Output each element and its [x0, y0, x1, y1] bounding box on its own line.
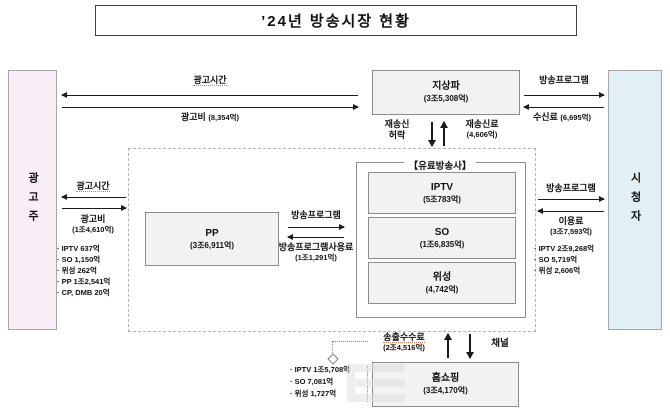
arrow-retrans-down	[428, 122, 436, 147]
breakdown-item: · 위성 1,727억	[290, 389, 337, 398]
breakdown-item: · 위성 262억	[57, 266, 97, 275]
ad-fee-breakdown: · IPTV 637억 · SO 1,150억 · 위성 262억 · PP 1…	[57, 243, 110, 298]
arrow-pp-fee-left	[287, 234, 344, 240]
carriage-fee-breakdown: · IPTV 1조5,708억 · SO 7,081억 · 위성 1,727억	[290, 364, 350, 400]
so-box: SO (1조6,835억)	[368, 217, 516, 259]
page-title: ’24년 방송시장 현황	[261, 13, 411, 30]
arrow-usefee-mid-left	[537, 208, 604, 214]
breakdown-item: · IPTV 1조5,708억	[290, 365, 351, 374]
label-program-top: 방송프로그램	[518, 75, 610, 86]
so-name: SO	[434, 226, 450, 238]
arrow-retrans-up	[440, 121, 448, 146]
label-pp-usage-fee: 방송프로그램사용료 (1조1,291억)	[272, 242, 360, 263]
arrow-adfee-right	[62, 104, 359, 110]
arrow-adtime-mid-left	[61, 194, 126, 200]
label-program-mid: 방송프로그램	[534, 183, 608, 194]
label-carriage-fee: 송출수수료 (2조4,516억)	[368, 332, 440, 353]
watermark	[347, 364, 405, 402]
license-fee-value: (6,695억)	[560, 113, 592, 122]
ad-fee-mid-text: 광고비	[80, 214, 106, 224]
homeshopping-value: (3조4,170억)	[423, 386, 468, 395]
arrow-carriage-up	[444, 333, 452, 358]
pp-usage-fee-text: 방송프로그램사용료	[278, 242, 354, 252]
license-fee-text: 수신료	[532, 112, 558, 122]
satellite-value: (4,742억)	[425, 284, 459, 294]
pp-value: (3조6,911억)	[189, 240, 235, 250]
arrow-program-right	[524, 92, 605, 98]
program-mid-text: 방송프로그램	[546, 183, 596, 193]
label-retrans-fee: 재송신료 (4,606억)	[452, 119, 512, 140]
ad-fee-top-text: 광고비	[180, 112, 206, 122]
label-ad-time-mid: 광고시간	[58, 181, 128, 192]
carriage-fee-text: 송출수수료	[383, 332, 425, 343]
arrow-adfee-mid-right	[62, 205, 127, 211]
breakdown-item: · SO 7,081억	[290, 377, 334, 386]
arrow-channel-down	[466, 334, 474, 359]
retrans-line1: 재송신	[384, 119, 410, 129]
pp-box: PP (3조6,911억)	[145, 212, 279, 266]
paytv-group-label: 【유료방송사】	[403, 161, 477, 172]
pp-program-text: 방송프로그램	[291, 210, 341, 220]
breakdown-item: · IPTV 2조9,268억	[534, 244, 595, 253]
title-box: ’24년 방송시장 현황	[95, 5, 577, 36]
retrans-fee-text: 재송신료	[465, 119, 499, 129]
breakdown-item: · IPTV 637억	[57, 244, 100, 253]
breakdown-item: · 위성 2,606억	[534, 266, 581, 275]
so-value: (1조6,835억)	[419, 239, 465, 249]
breakdown-item: · SO 5,719억	[534, 255, 578, 264]
retrans-line2: 허락	[388, 130, 406, 140]
advertiser-box: 광고주	[8, 70, 57, 330]
use-fee-breakdown: · IPTV 2조9,268억 · SO 5,719억 · 위성 2,606억	[534, 243, 594, 276]
use-fee-text: 이용료	[558, 216, 584, 226]
satellite-box: 위성 (4,742억)	[368, 262, 516, 304]
use-fee-value: (3조7,593억)	[550, 227, 592, 236]
label-ad-fee-top: 광고비 (8,354억)	[62, 112, 358, 123]
iptv-name: IPTV	[430, 181, 454, 193]
arrow-adtime-left	[61, 92, 358, 98]
ad-fee-top-value: (8,354억)	[208, 113, 240, 122]
pp-name: PP	[205, 227, 219, 239]
terrestrial-value: (3조5,308억)	[423, 94, 469, 103]
ad-time-mid-text: 광고시간	[76, 181, 110, 192]
viewer-box: 시청자	[608, 70, 662, 330]
carriage-fee-value: (2조4,516억)	[383, 343, 425, 352]
label-use-fee: 이용료 (3조7,593억)	[532, 216, 610, 237]
callout-dotted-line-v	[332, 341, 333, 355]
arrow-pp-program-right	[288, 224, 345, 230]
advertiser-label: 광고주	[26, 171, 39, 229]
channel-text: 채널	[491, 338, 509, 349]
iptv-value: (5조783억)	[423, 194, 461, 204]
arrow-license-left	[523, 104, 604, 110]
callout-diamond	[327, 353, 339, 365]
arrow-program-mid-right	[538, 196, 605, 202]
breakdown-item: · CP, DMB 20억	[57, 288, 110, 297]
label-ad-time-top: 광고시간	[62, 75, 358, 86]
paytv-group-label-wrap: 【유료방송사】	[356, 156, 524, 174]
label-license-fee: 수신료 (6,695억)	[512, 112, 612, 123]
label-channel: 채널	[484, 338, 516, 349]
label-pp-program: 방송프로그램	[284, 210, 348, 221]
label-ad-fee-mid: 광고비 (1조4,610억)	[54, 214, 132, 235]
iptv-box: IPTV (5조783억)	[368, 172, 516, 214]
ad-fee-mid-value: (1조4,610억)	[72, 225, 114, 234]
homeshopping-name: 홈쇼핑	[431, 373, 460, 384]
pp-usage-fee-value: (1조1,291억)	[295, 253, 337, 262]
paytv-dashed-container	[128, 148, 536, 332]
program-top-text: 방송프로그램	[539, 75, 589, 85]
retrans-fee-value: (4,606억)	[466, 130, 498, 139]
terrestrial-box: 지상파 (3조5,308억)	[372, 70, 520, 115]
breakdown-item: · SO 1,150억	[57, 255, 101, 264]
callout-dotted-line-h	[332, 341, 368, 342]
ad-time-top-text: 광고시간	[193, 75, 227, 86]
viewer-label: 시청자	[629, 171, 641, 229]
terrestrial-name: 지상파	[432, 81, 460, 92]
label-retrans-permission: 재송신 허락	[370, 119, 424, 141]
breakdown-item: · PP 1조2,541억	[57, 277, 111, 286]
satellite-name: 위성	[432, 271, 452, 283]
